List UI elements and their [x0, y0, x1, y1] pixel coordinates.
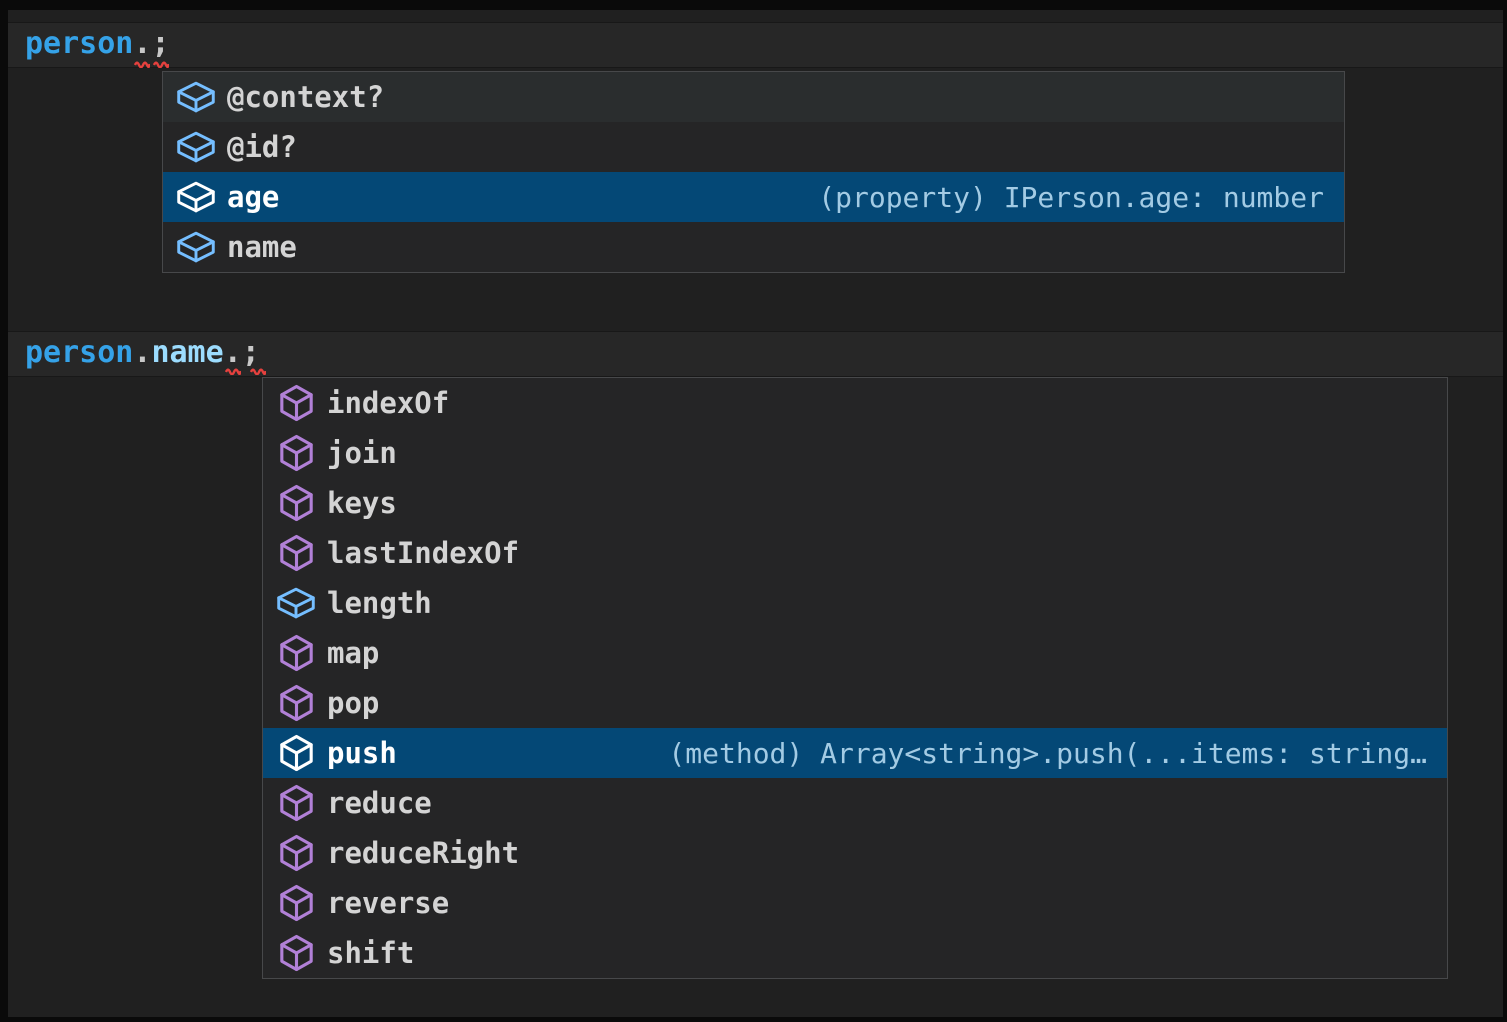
suggestion-label: @context?	[227, 80, 385, 114]
suggestion-item-lastindexof[interactable]: lastIndexOf	[263, 528, 1447, 578]
symbol-method-icon	[275, 434, 317, 472]
code-token: .	[133, 335, 152, 370]
suggestion-item-pop[interactable]: pop	[263, 678, 1447, 728]
code-line-1[interactable]: person.;	[25, 22, 170, 66]
suggestion-item-reduceright[interactable]: reduceRight	[263, 828, 1447, 878]
suggestion-label: reduce	[327, 786, 432, 820]
suggestion-label: shift	[327, 936, 415, 970]
suggestion-label: join	[327, 436, 397, 470]
suggestion-item-context[interactable]: @context?	[163, 72, 1344, 122]
code-token: ;	[151, 26, 170, 61]
suggestion-label: length	[327, 586, 432, 620]
suggestion-detail: (property) IPerson.age: number	[818, 180, 1324, 214]
suggestion-item-reduce[interactable]: reduce	[263, 778, 1447, 828]
symbol-method-icon	[275, 934, 317, 972]
code-token: name	[151, 335, 224, 370]
symbol-field-icon	[175, 231, 217, 263]
intellisense-popup-name: indexOf join keys lastIndexOf length	[262, 377, 1448, 979]
symbol-method-icon	[275, 884, 317, 922]
suggestion-item-indexof[interactable]: indexOf	[263, 378, 1447, 428]
suggestion-item-reverse[interactable]: reverse	[263, 878, 1447, 928]
suggestion-item-name[interactable]: name	[163, 222, 1344, 272]
suggestion-label: pop	[327, 686, 380, 720]
code-token: .	[133, 26, 152, 61]
code-token: person	[25, 26, 134, 61]
symbol-method-icon	[275, 784, 317, 822]
suggestion-item-age[interactable]: age (property) IPerson.age: number	[163, 172, 1344, 222]
error-squiggle	[225, 366, 241, 375]
current-line-highlight-2	[8, 331, 1503, 377]
suggestion-label: name	[227, 230, 297, 264]
suggestion-label: indexOf	[327, 386, 450, 420]
suggestion-label: map	[327, 636, 380, 670]
suggestion-item-keys[interactable]: keys	[263, 478, 1447, 528]
intellisense-popup-person: @context? @id? age (property) IPerson.ag…	[162, 71, 1345, 273]
code-editor[interactable]: person.; @context? @id? age (property) I…	[8, 10, 1503, 1017]
error-squiggle	[134, 59, 150, 68]
symbol-field-icon	[275, 587, 317, 619]
suggestion-item-id[interactable]: @id?	[163, 122, 1344, 172]
suggestion-detail: (method) Array<string>.push(...items: st…	[668, 736, 1427, 770]
suggestion-item-push[interactable]: push (method) Array<string>.push(...item…	[263, 728, 1447, 778]
code-token: person	[25, 335, 134, 370]
symbol-method-icon	[275, 534, 317, 572]
symbol-method-icon	[275, 834, 317, 872]
symbol-field-icon	[175, 131, 217, 163]
suggestion-item-shift[interactable]: shift	[263, 928, 1447, 978]
suggestion-item-map[interactable]: map	[263, 628, 1447, 678]
symbol-method-icon	[275, 684, 317, 722]
symbol-method-icon	[275, 634, 317, 672]
suggestion-label: push	[327, 736, 397, 770]
error-squiggle	[250, 366, 266, 375]
symbol-method-icon	[275, 734, 317, 772]
error-squiggle	[153, 59, 169, 68]
suggestion-item-join[interactable]: join	[263, 428, 1447, 478]
suggestion-label: @id?	[227, 130, 297, 164]
code-line-2[interactable]: person.name.;	[25, 331, 260, 375]
symbol-field-icon	[175, 181, 217, 213]
suggestion-label: age	[227, 180, 280, 214]
suggestion-label: keys	[327, 486, 397, 520]
code-token: ;	[241, 335, 260, 370]
suggestion-label: reduceRight	[327, 836, 520, 870]
suggestion-label: lastIndexOf	[327, 536, 520, 570]
symbol-method-icon	[275, 384, 317, 422]
suggestion-label: reverse	[327, 886, 450, 920]
suggestion-item-length[interactable]: length	[263, 578, 1447, 628]
code-token: .	[223, 335, 242, 370]
current-line-highlight-1	[8, 22, 1503, 68]
symbol-method-icon	[275, 484, 317, 522]
symbol-field-icon	[175, 81, 217, 113]
